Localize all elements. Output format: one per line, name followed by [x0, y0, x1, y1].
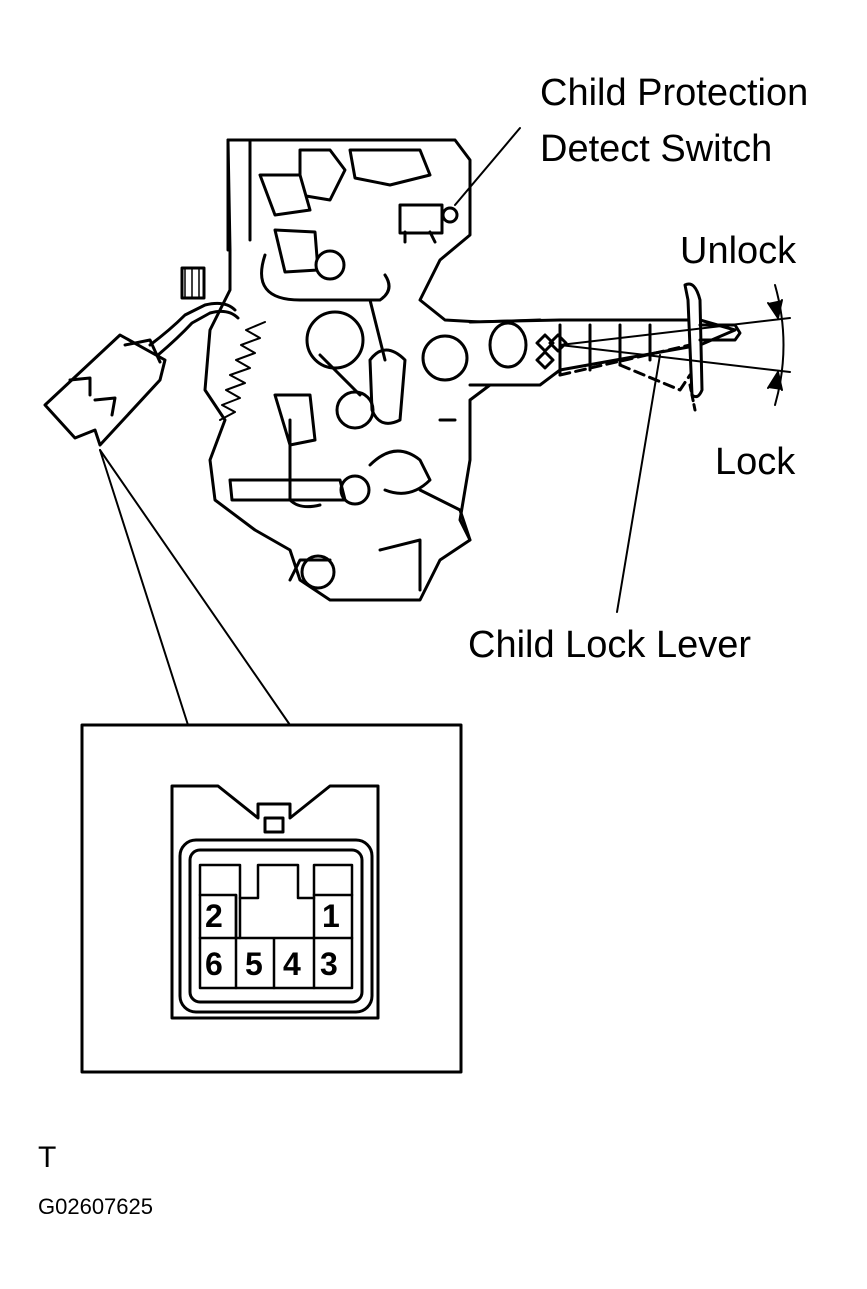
lock-lever-arm [468, 318, 737, 392]
connector-pin-5: 5 [245, 946, 263, 982]
connector-pin-4: 4 [283, 946, 301, 982]
connector-detail-frame [80, 723, 463, 1074]
spring [219, 321, 266, 421]
lock-label: Lock [715, 441, 796, 483]
connector-pin-1: 1 [322, 898, 340, 934]
child-protection-label-line1: Child Protection [540, 72, 809, 114]
figure-code: G02607625 [38, 1194, 153, 1219]
connector-pin-3: 3 [320, 946, 338, 982]
child-protection-detect-switch [398, 203, 459, 244]
connector-pin-2: 2 [205, 898, 223, 934]
child-protection-label-line2: Detect Switch [540, 128, 773, 170]
child-lock-lever [683, 282, 742, 412]
connector-face [170, 784, 380, 1020]
connector-housing [43, 333, 167, 447]
leader-lines [454, 127, 661, 613]
child-lock-lever-label: Child Lock Lever [468, 624, 752, 666]
zoom-callout-lines [99, 449, 291, 726]
lock-body [203, 138, 562, 602]
footer-letter: T [38, 1141, 57, 1174]
lock-unlock-arc [559, 284, 791, 406]
connector-pin-6: 6 [205, 946, 223, 982]
unlock-label: Unlock [680, 230, 797, 272]
wire-harness [148, 266, 240, 357]
